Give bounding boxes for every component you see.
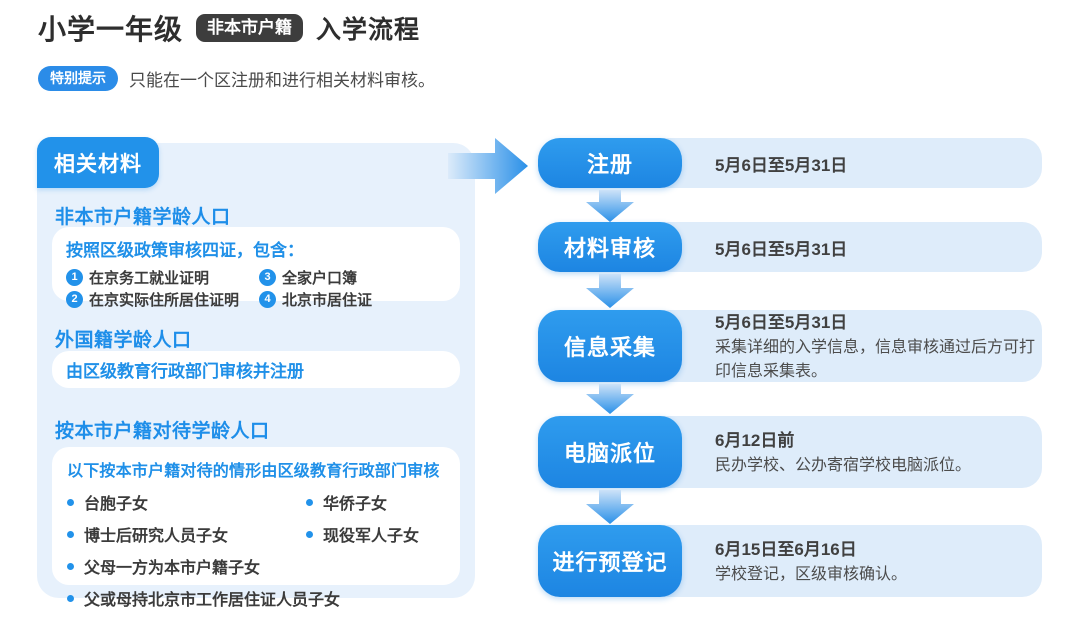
- step-desc: 民办学校、公办寄宿学校电脑派位。: [715, 457, 972, 474]
- list-item: 父母一方为本市户籍子女: [67, 554, 448, 578]
- step-date: 5月6日至5月31日: [715, 155, 848, 175]
- materials-tab: 相关材料: [37, 137, 159, 188]
- step-arrow-down-icon: [586, 190, 634, 222]
- bullet-dot-icon: [67, 562, 74, 570]
- tip-badge: 特别提示: [38, 66, 118, 91]
- treated-as-local-title: 以下按本市户籍对待的情形由区级教育行政部门审核: [67, 463, 440, 480]
- step-date: 5月6日至5月31日: [715, 239, 848, 259]
- flow-step-button: 信息采集: [538, 310, 682, 382]
- non-local-requirements-box: 按照区级政策审核四证，包含： 1 在京务工就业证明 2 在京实际住所居住证明 3…: [52, 227, 460, 309]
- list-item: 博士后研究人员子女: [67, 522, 306, 546]
- step-date: 6月12日前: [715, 431, 795, 450]
- flow-connector-arrow-icon: [448, 138, 528, 194]
- list-item: 现役军人子女: [306, 522, 448, 546]
- step-desc: 采集详细的入学信息，信息审核通过后方可打印信息采集表。: [715, 339, 1036, 380]
- flow-step-computer-assignment: 6月12日前 民办学校、公办寄宿学校电脑派位。 电脑派位: [538, 416, 1042, 488]
- numbered-item-label: 在京实际住所居住证明: [89, 291, 240, 309]
- list-item-label: 父母一方为本市户籍子女: [84, 560, 261, 577]
- step-desc: 学校登记，区级审核确认。: [715, 566, 908, 583]
- special-tip: 特别提示 只能在一个区注册和进行相关材料审核。: [38, 66, 435, 91]
- list-item: 台胞子女: [67, 490, 306, 514]
- step-arrow-down-icon: [586, 490, 634, 524]
- foreign-box: 由区级教育行政部门审核并注册: [52, 351, 460, 388]
- treated-as-local-list: 台胞子女 华侨子女 博士后研究人员子女 现役军人子女 父母一方为本市户籍子女: [67, 490, 448, 610]
- list-item-label: 博士后研究人员子女: [84, 528, 229, 545]
- step-date: 6月15日至6月16日: [715, 540, 857, 559]
- foreign-box-text: 由区级教育行政部门审核并注册: [66, 362, 304, 381]
- number-2-icon: 2: [66, 290, 83, 308]
- numbered-item: 4 北京市居住证: [259, 289, 450, 310]
- bullet-dot-icon: [306, 498, 313, 506]
- flow-step-button: 材料审核: [538, 222, 682, 272]
- numbered-item: 3 全家户口簿: [259, 267, 450, 288]
- tip-text: 只能在一个区注册和进行相关材料审核。: [129, 71, 435, 90]
- requirements-box-title: 按照区级政策审核四证，包含：: [66, 241, 304, 260]
- number-4-icon: 4: [259, 290, 276, 308]
- flow-step-button: 电脑派位: [538, 416, 682, 488]
- numbered-item: 1 在京务工就业证明: [66, 267, 259, 288]
- flow-step-info-collection: 5月6日至5月31日 采集详细的入学信息，信息审核通过后方可打印信息采集表。 信…: [538, 310, 1042, 382]
- flow-step-register: 5月6日至5月31日 注册: [538, 138, 1042, 188]
- step-arrow-down-icon: [586, 384, 634, 414]
- bullet-dot-icon: [67, 594, 74, 602]
- flow-step-material-review: 5月6日至5月31日 材料审核: [538, 222, 1042, 272]
- flow-step-button: 进行预登记: [538, 525, 682, 597]
- list-item-label: 台胞子女: [84, 496, 149, 513]
- step-date: 5月6日至5月31日: [715, 313, 848, 332]
- section-heading-foreign: 外国籍学龄人口: [55, 330, 192, 351]
- section-heading-non-local: 非本市户籍学龄人口: [55, 207, 231, 228]
- title-suffix: 入学流程: [316, 16, 421, 44]
- page-title: 小学一年级 非本市户籍 入学流程: [38, 8, 420, 48]
- step-arrow-down-icon: [586, 274, 634, 308]
- numbered-item-label: 全家户口簿: [282, 269, 358, 287]
- list-item-label: 华侨子女: [323, 496, 388, 513]
- number-1-icon: 1: [66, 268, 83, 286]
- bullet-dot-icon: [306, 530, 313, 538]
- certificates-list: 1 在京务工就业证明 2 在京实际住所居住证明 3 全家户口簿 4 北京市居住证: [66, 266, 450, 310]
- flow-step-button: 注册: [538, 138, 682, 188]
- bullet-dot-icon: [67, 498, 74, 506]
- title-main: 小学一年级: [38, 14, 184, 45]
- numbered-item-label: 北京市居住证: [282, 291, 373, 309]
- numbered-item-label: 在京务工就业证明: [89, 269, 210, 287]
- list-item: 华侨子女: [306, 490, 448, 514]
- flow-step-preregistration: 6月15日至6月16日 学校登记，区级审核确认。 进行预登记: [538, 525, 1042, 597]
- household-type-badge: 非本市户籍: [196, 14, 304, 42]
- number-3-icon: 3: [259, 268, 276, 286]
- treated-as-local-box: 以下按本市户籍对待的情形由区级教育行政部门审核 台胞子女 华侨子女 博士后研究人…: [52, 447, 460, 609]
- list-item-label: 现役军人子女: [323, 528, 420, 545]
- section-heading-treated-as-local: 按本市户籍对待学龄人口: [55, 421, 270, 442]
- numbered-item: 2 在京实际住所居住证明: [66, 289, 259, 310]
- bullet-dot-icon: [67, 530, 74, 538]
- list-item-label: 父或母持北京市工作居住证人员子女: [84, 592, 341, 609]
- materials-panel: 相关材料 非本市户籍学龄人口 按照区级政策审核四证，包含： 1 在京务工就业证明…: [37, 137, 475, 609]
- list-item: 父或母持北京市工作居住证人员子女: [67, 586, 448, 610]
